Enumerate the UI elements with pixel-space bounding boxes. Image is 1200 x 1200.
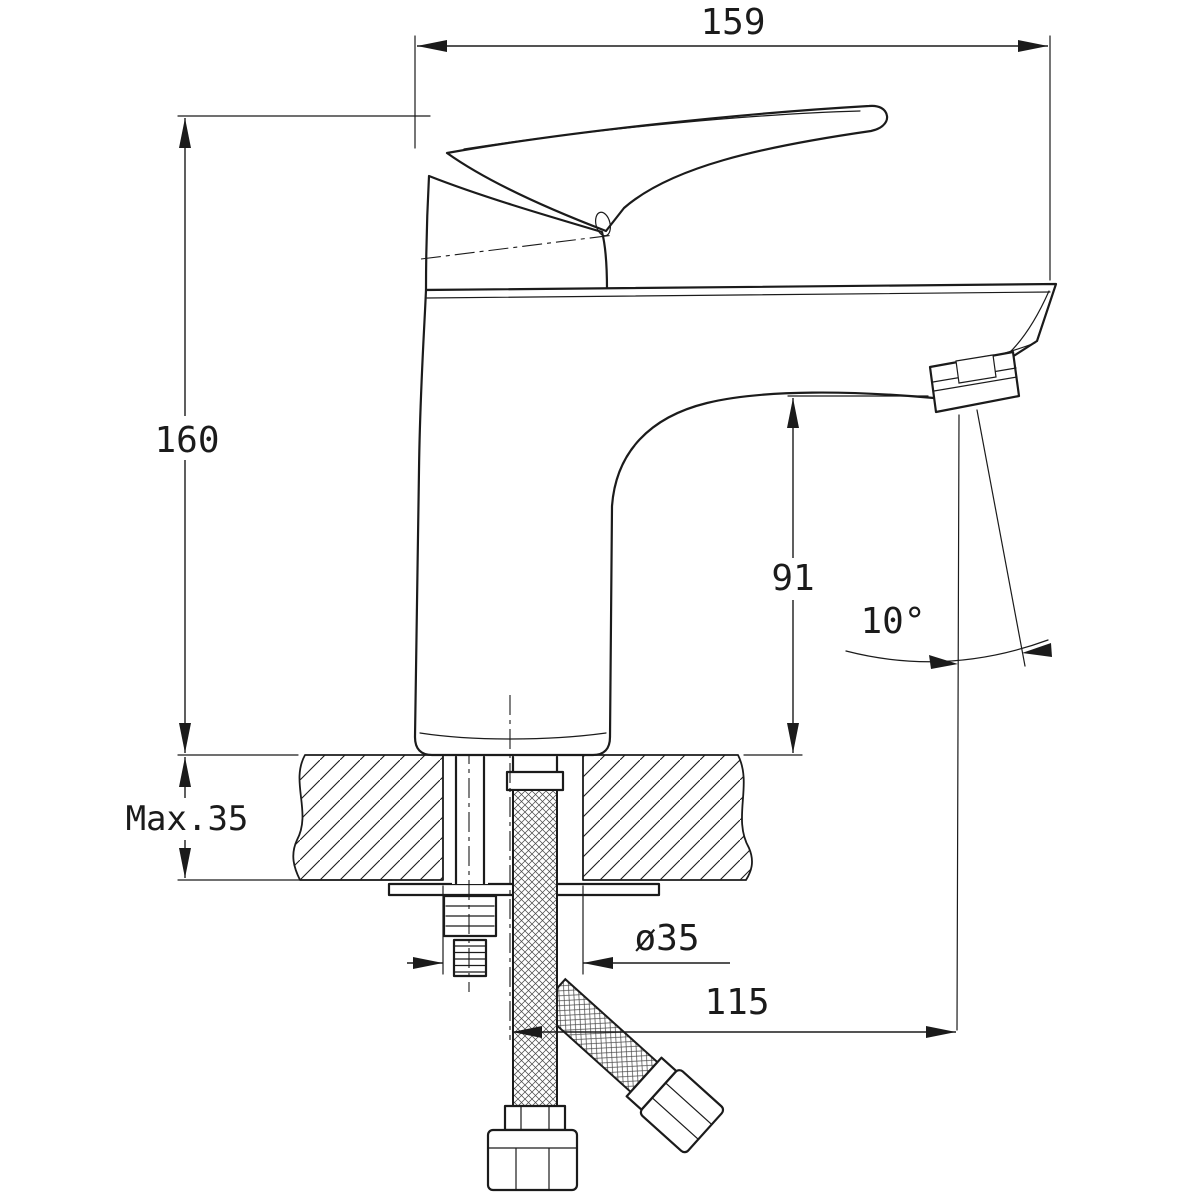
countertop-section <box>292 754 753 881</box>
spout-top-edge-line <box>426 291 1051 299</box>
cartridge-axis <box>420 234 615 260</box>
mounting-stud <box>442 744 498 992</box>
dimension-label-spout-height: 91 <box>771 558 814 599</box>
hose-nut-vertical <box>486 1128 579 1192</box>
handle-dome <box>424 174 609 292</box>
dimension-deck-thickness: Max.35 <box>114 757 393 881</box>
dimension-label-deck-thickness: Max.35 <box>126 799 249 839</box>
plumb-reference-line <box>956 414 960 1031</box>
angle-arc <box>845 639 1049 663</box>
dimension-label-spout-angle: 10° <box>860 601 925 642</box>
body-spout-outline <box>413 282 1058 757</box>
supply-hose-angled <box>537 977 725 1154</box>
dimension-spout-reach: 115 <box>512 982 956 1038</box>
hose-collar <box>505 770 565 792</box>
dimension-label-overall-height: 160 <box>154 420 219 461</box>
hose-braid-vertical <box>512 789 558 1107</box>
hose-ferrule-vertical <box>503 1104 567 1132</box>
aerator-insert <box>955 354 997 384</box>
dimension-label-overall-length: 159 <box>700 2 765 43</box>
spout-tip-inner-curve <box>1007 290 1050 355</box>
countertop-left-slab <box>292 754 444 881</box>
dimension-label-hole-diameter: ø35 <box>634 918 699 959</box>
supply-hose-vertical <box>486 755 579 1192</box>
countertop-right-slab <box>582 754 753 881</box>
base-fillet <box>419 732 607 740</box>
dimension-hole-diameter: ø35 <box>407 885 730 975</box>
angle-reference-line <box>976 409 1026 667</box>
lever-handle <box>445 104 889 233</box>
hose-nut-angled <box>639 1069 725 1154</box>
faucet-body <box>413 104 1058 757</box>
dimension-label-spout-reach: 115 <box>704 982 769 1023</box>
dimension-spout-height: 91 <box>743 395 929 756</box>
dimension-overall-length: 159 <box>414 2 1051 281</box>
lever-highlight <box>463 110 861 150</box>
dimension-spout-angle: 10° <box>845 409 1052 1031</box>
dimension-overall-height: 160 <box>150 115 431 756</box>
